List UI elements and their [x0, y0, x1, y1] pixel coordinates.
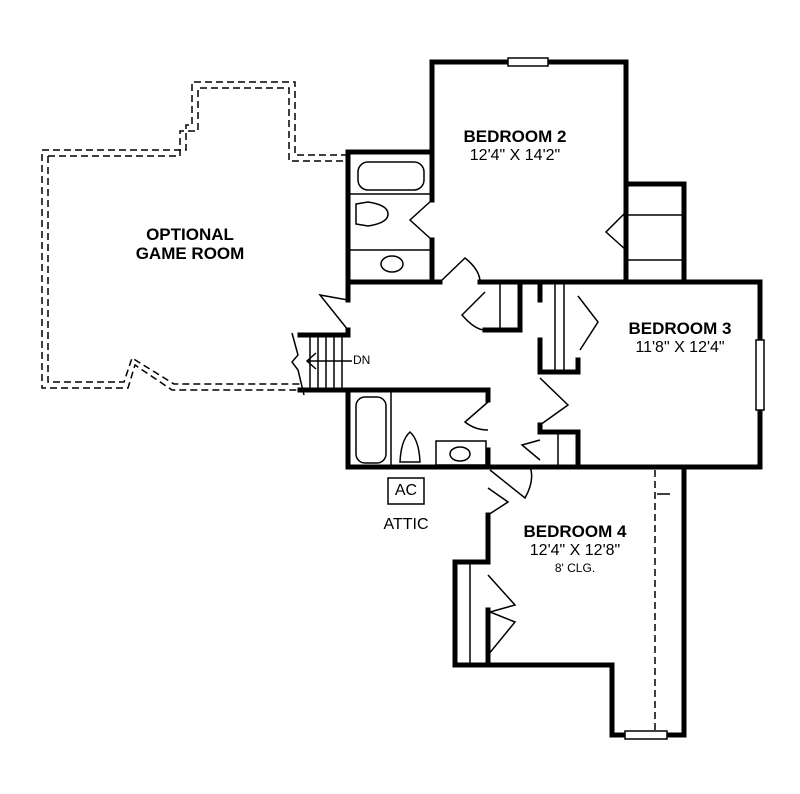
bedroom4-size: 12'4" X 12'8" — [529, 541, 621, 559]
ac-label: AC — [394, 482, 418, 499]
game-room-name-line2: GAME ROOM — [135, 243, 245, 263]
upper-bath-fixtures — [350, 161, 430, 273]
vanity — [435, 440, 487, 466]
doors — [318, 199, 627, 656]
bathtub — [357, 161, 425, 191]
stairs-down-label: DN — [353, 353, 371, 367]
closets — [469, 214, 684, 732]
game-room-outline — [41, 81, 348, 391]
bedroom4-ceiling: 8' CLG. — [554, 561, 596, 576]
toilet — [399, 430, 421, 463]
toilet — [355, 201, 389, 227]
bedroom3-label: BEDROOM 3 11'8" X 12'4" — [605, 319, 755, 356]
bedroom2-name: BEDROOM 2 — [463, 127, 567, 146]
bedroom3-size: 11'8" X 12'4" — [635, 338, 725, 356]
sink — [380, 255, 404, 273]
game-room-name-line1: OPTIONAL — [146, 225, 234, 244]
bedroom4-label: BEDROOM 4 12'4" X 12'8" 8' CLG. — [500, 522, 650, 576]
ac-unit — [387, 477, 425, 505]
sink — [449, 446, 471, 462]
bedroom2-label: BEDROOM 2 12'4" X 14'2" — [440, 127, 590, 164]
windows — [507, 57, 765, 740]
attic-label: ATTIC — [383, 516, 429, 533]
bathtub — [355, 396, 387, 464]
bedroom3-name: BEDROOM 3 — [628, 319, 732, 338]
bedroom4-name: BEDROOM 4 — [523, 522, 627, 541]
game-room-label: OPTIONAL GAME ROOM — [110, 225, 270, 263]
stairs — [291, 332, 352, 396]
bedroom2-size: 12'4" X 14'2" — [469, 146, 561, 164]
lower-bath-fixtures — [355, 392, 487, 466]
